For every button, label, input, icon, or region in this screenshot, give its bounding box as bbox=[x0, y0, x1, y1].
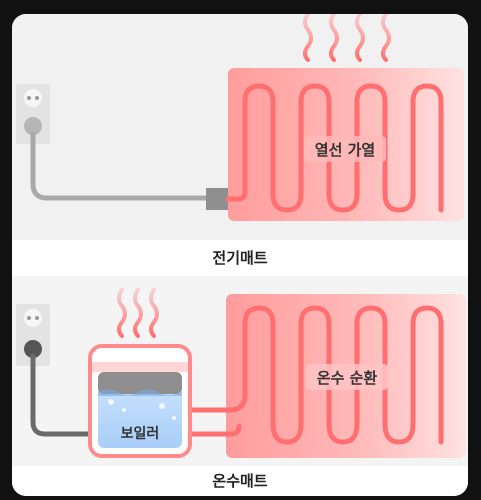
water-pipe-coil bbox=[185, 305, 444, 445]
power-cable bbox=[30, 353, 101, 437]
wall-outlet-icon bbox=[16, 304, 50, 366]
controller-box bbox=[206, 188, 228, 210]
heating-coil bbox=[225, 83, 444, 213]
steam-icon bbox=[303, 14, 391, 62]
boiler-label: 보일러 bbox=[121, 426, 160, 442]
wall-outlet-icon bbox=[16, 84, 50, 144]
water-mat-label: 온수 순환 bbox=[317, 369, 378, 387]
boiler-icon bbox=[88, 344, 192, 458]
diagram-frame: 전기매트 온수매트 bbox=[12, 14, 468, 496]
water-mat-caption-band bbox=[12, 466, 468, 496]
steam-icon bbox=[117, 288, 159, 338]
water-mat-caption: 온수매트 bbox=[212, 472, 268, 490]
water-return-pipe bbox=[185, 423, 242, 437]
power-cable bbox=[30, 131, 211, 201]
diagram-illustration: 열선 가열 bbox=[16, 14, 466, 458]
heating-mat-label: 열선 가열 bbox=[315, 141, 375, 159]
electric-mat-caption-band bbox=[12, 240, 468, 276]
electric-mat-caption: 전기매트 bbox=[212, 249, 268, 267]
